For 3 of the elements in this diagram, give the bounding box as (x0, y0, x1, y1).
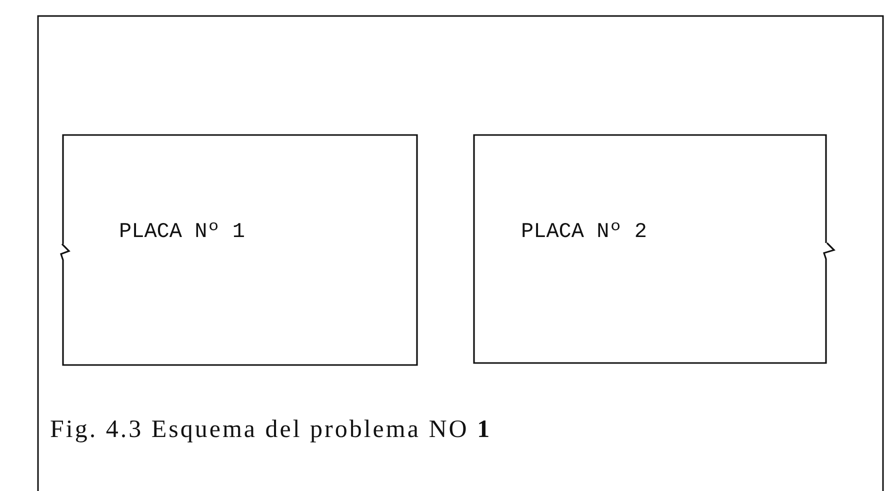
figure-caption: Fig. 4.3 Esquema del problema NO 1 (50, 416, 492, 444)
plate-label: PLACA Nº 2 (521, 221, 648, 244)
plate-label: PLACA Nº 1 (119, 221, 246, 244)
